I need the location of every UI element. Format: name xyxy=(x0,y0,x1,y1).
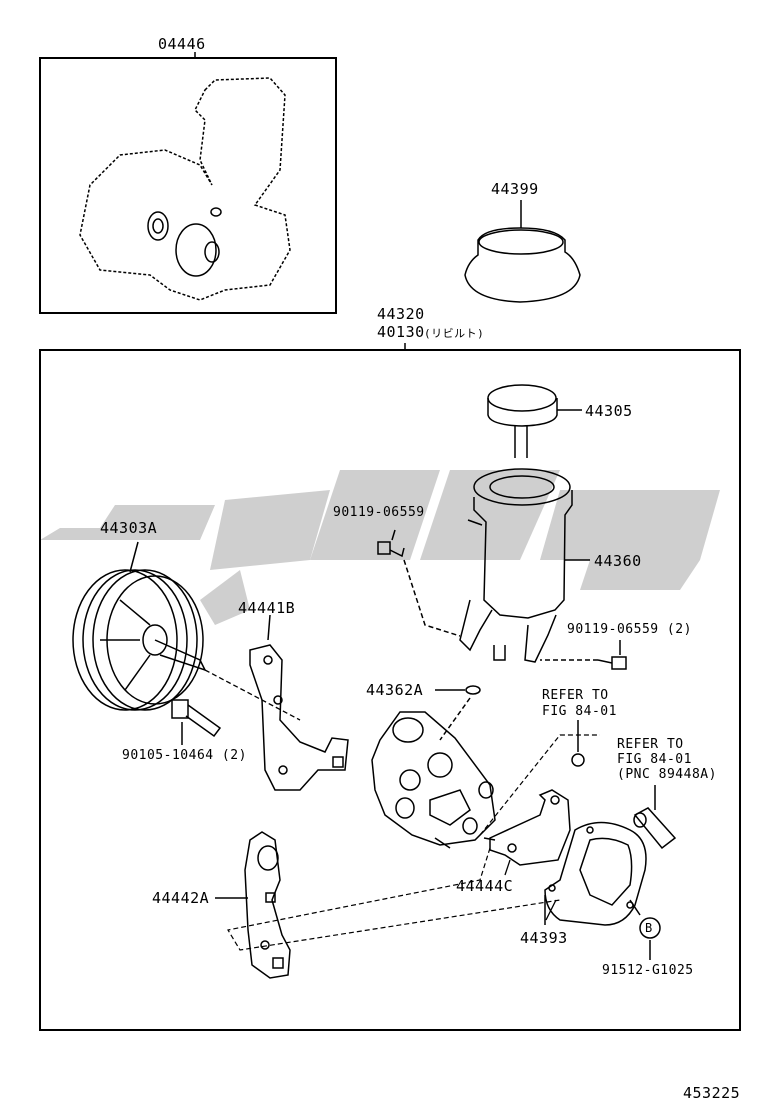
bracket-lower-drawing xyxy=(215,831,291,979)
part-label-pulley-bolt: 90105-10464 (2) xyxy=(122,748,247,763)
reservoir-tank-drawing xyxy=(459,468,590,663)
o-ring-drawing xyxy=(435,685,481,741)
bolt-upper-drawing xyxy=(377,529,461,637)
refer-1-line1: REFER TO xyxy=(542,688,609,703)
part-label-bolt-upper: 90119-06559 xyxy=(333,505,425,520)
part-label-bolt-b: 91512-G1025 xyxy=(602,963,694,978)
bolt-right-drawing xyxy=(540,640,627,670)
kit-outline-drawing xyxy=(79,77,291,301)
assembly-part-label: 44320 xyxy=(377,305,425,323)
refer-ring-drawing xyxy=(571,720,585,767)
refer-2-line2: FIG 84-01 xyxy=(617,752,692,767)
sensor-drawing xyxy=(633,785,677,850)
cap-part-label: 44399 xyxy=(491,180,539,198)
kit-box xyxy=(39,57,337,314)
part-label-bracket-upper: 44441B xyxy=(238,599,296,617)
part-label-reservoir-tank: 44360 xyxy=(594,552,642,570)
assembly-box xyxy=(39,349,741,1031)
reservoir-cap-drawing xyxy=(487,384,582,458)
dashed-guide-pump xyxy=(227,847,561,951)
kit-part-label: 04446 xyxy=(158,35,206,53)
pulley-drawing xyxy=(72,541,207,711)
bracket-upper-drawing xyxy=(249,614,349,791)
kit-seal-icon xyxy=(175,207,222,277)
part-label-bolt-right: 90119-06559 (2) xyxy=(567,622,692,637)
kit-bearing-icon xyxy=(147,211,169,241)
diagram-id: 453225 xyxy=(683,1084,741,1102)
part-label-reservoir-cap: 44305 xyxy=(585,402,633,420)
refer-2-line1: REFER TO xyxy=(617,737,684,752)
leader-lines xyxy=(504,859,557,921)
callout-b-drawing xyxy=(629,899,661,960)
part-label-bracket-plate: 44444C xyxy=(456,877,514,895)
rebuilt-note: (リビルト) xyxy=(424,327,485,340)
dashed-guide-right xyxy=(479,734,600,836)
refer-2-line3: (PNC 89448A) xyxy=(617,767,717,782)
pump-body-drawing xyxy=(371,711,496,849)
part-label-pulley: 44303A xyxy=(100,519,158,537)
watermark-logo xyxy=(40,470,720,625)
refer-1-line2: FIG 84-01 xyxy=(542,704,617,719)
rebuilt-part-label: 40130 xyxy=(377,323,425,341)
bracket-plate-drawing xyxy=(483,789,571,866)
pulley-bolt-drawing xyxy=(171,699,222,745)
part-label-gasket: 44393 xyxy=(520,929,568,947)
cap-drawing xyxy=(464,200,581,303)
part-label-bracket-lower: 44442A xyxy=(152,889,210,907)
callout-letter-b: B xyxy=(645,921,653,935)
pulley-leader xyxy=(204,669,301,721)
gasket-drawing xyxy=(544,821,647,926)
part-label-o-ring: 44362A xyxy=(366,681,424,699)
